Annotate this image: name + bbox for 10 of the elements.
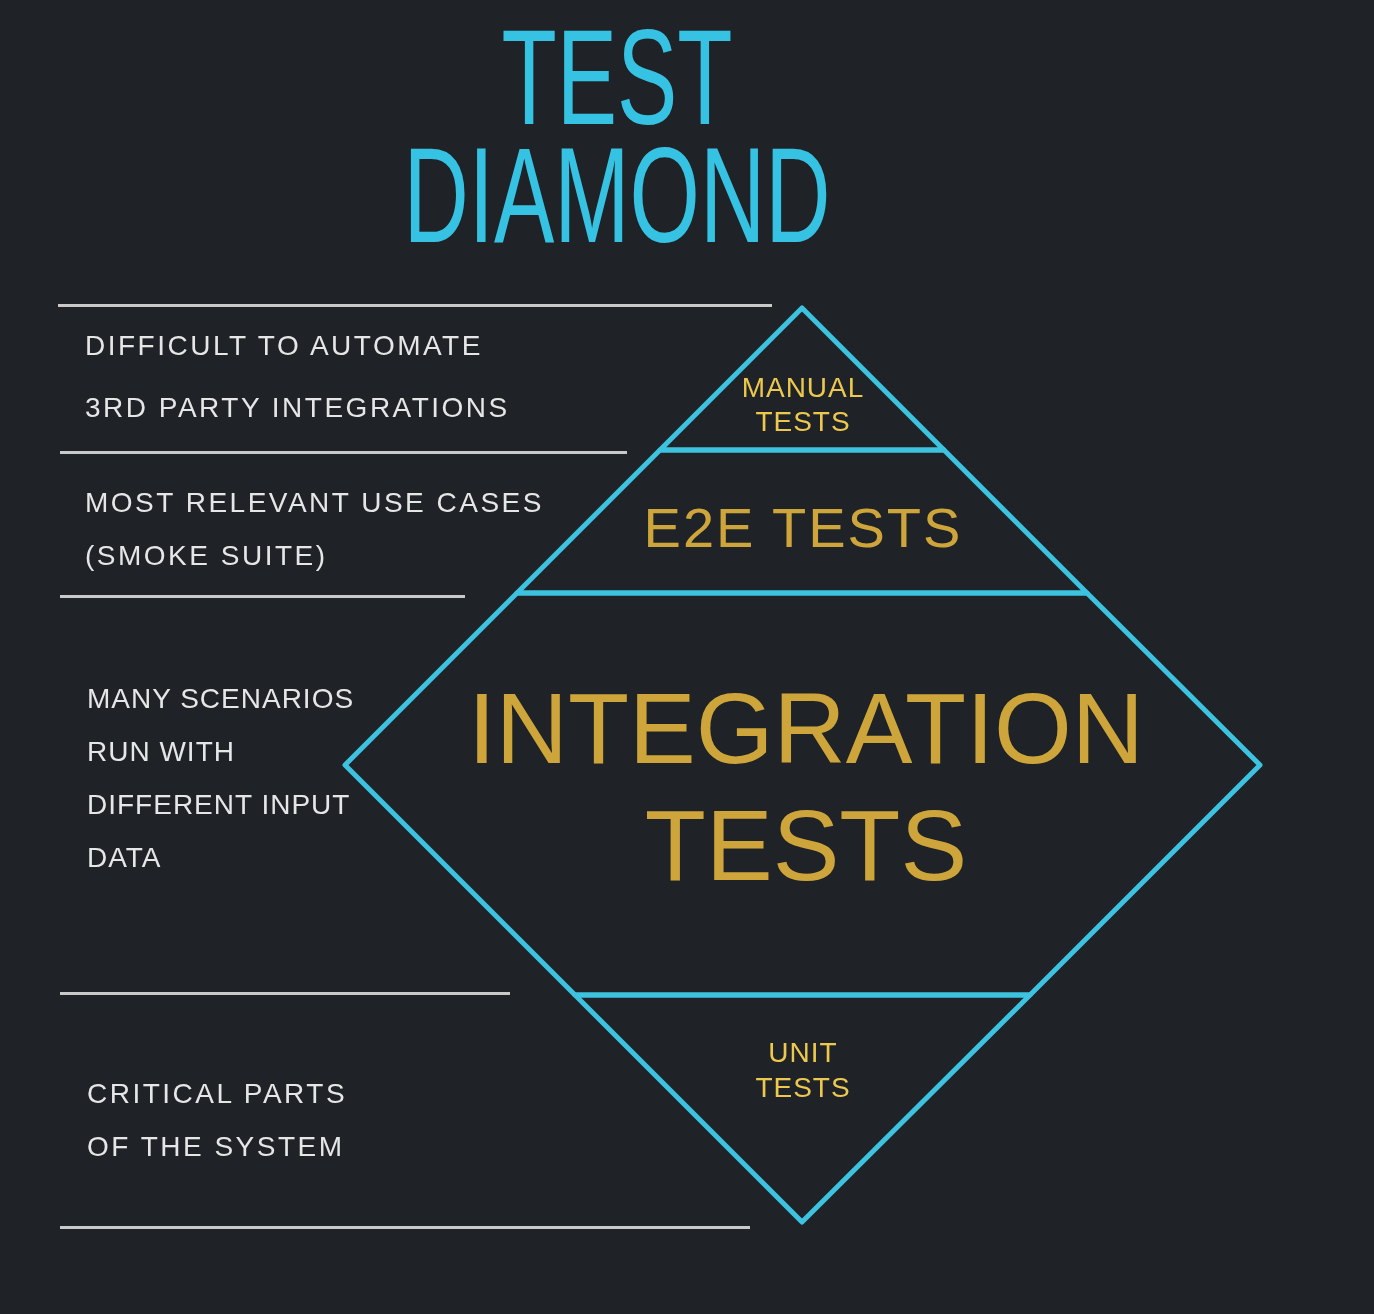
tier-label: UNIT TESTS bbox=[754, 1036, 852, 1105]
description-text: CRITICAL PARTS OF THE SYSTEM bbox=[87, 1077, 349, 1164]
diagram-title: TEST DIAMOND bbox=[402, 19, 832, 255]
description-text: MOST RELEVANT USE CASES (SMOKE SUITE) bbox=[85, 486, 545, 573]
description-text: MANY SCENARIOS RUN WITH DIFFERENT INPUT DATA bbox=[87, 682, 356, 875]
tier-label: E2E TESTS bbox=[642, 495, 964, 561]
tier-label: MANUAL TESTS bbox=[740, 371, 866, 439]
description-text: DIFFICULT TO AUTOMATE bbox=[85, 329, 484, 363]
tier-label: INTEGRATION TESTS bbox=[467, 671, 1145, 903]
description-text: 3RD PARTY INTEGRATIONS bbox=[85, 391, 511, 425]
